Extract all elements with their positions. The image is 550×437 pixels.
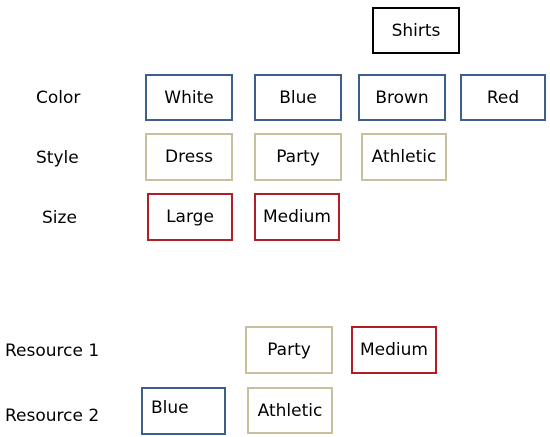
resource-2-node-athletic: Athletic [247,387,333,434]
color-node-red: Red [460,74,546,121]
row-label-size: Size [42,208,77,228]
size-node-large: Large [147,193,233,241]
size-node-medium: Medium [254,193,340,241]
resource-label-1: Resource 1 [5,341,100,361]
root-node-shirts: Shirts [372,7,460,54]
color-node-brown: Brown [358,74,446,121]
row-label-color: Color [36,88,81,108]
style-node-athletic: Athletic [361,133,447,181]
color-node-blue: Blue [254,74,342,121]
style-node-dress: Dress [145,133,233,181]
resource-2-node-blue: Blue [141,387,226,435]
resource-label-2: Resource 2 [5,406,100,426]
resource-1-node-medium: Medium [351,326,437,374]
style-node-party: Party [254,133,342,181]
color-node-white: White [145,74,233,121]
row-label-style: Style [36,148,79,168]
resource-1-node-party: Party [245,326,333,374]
